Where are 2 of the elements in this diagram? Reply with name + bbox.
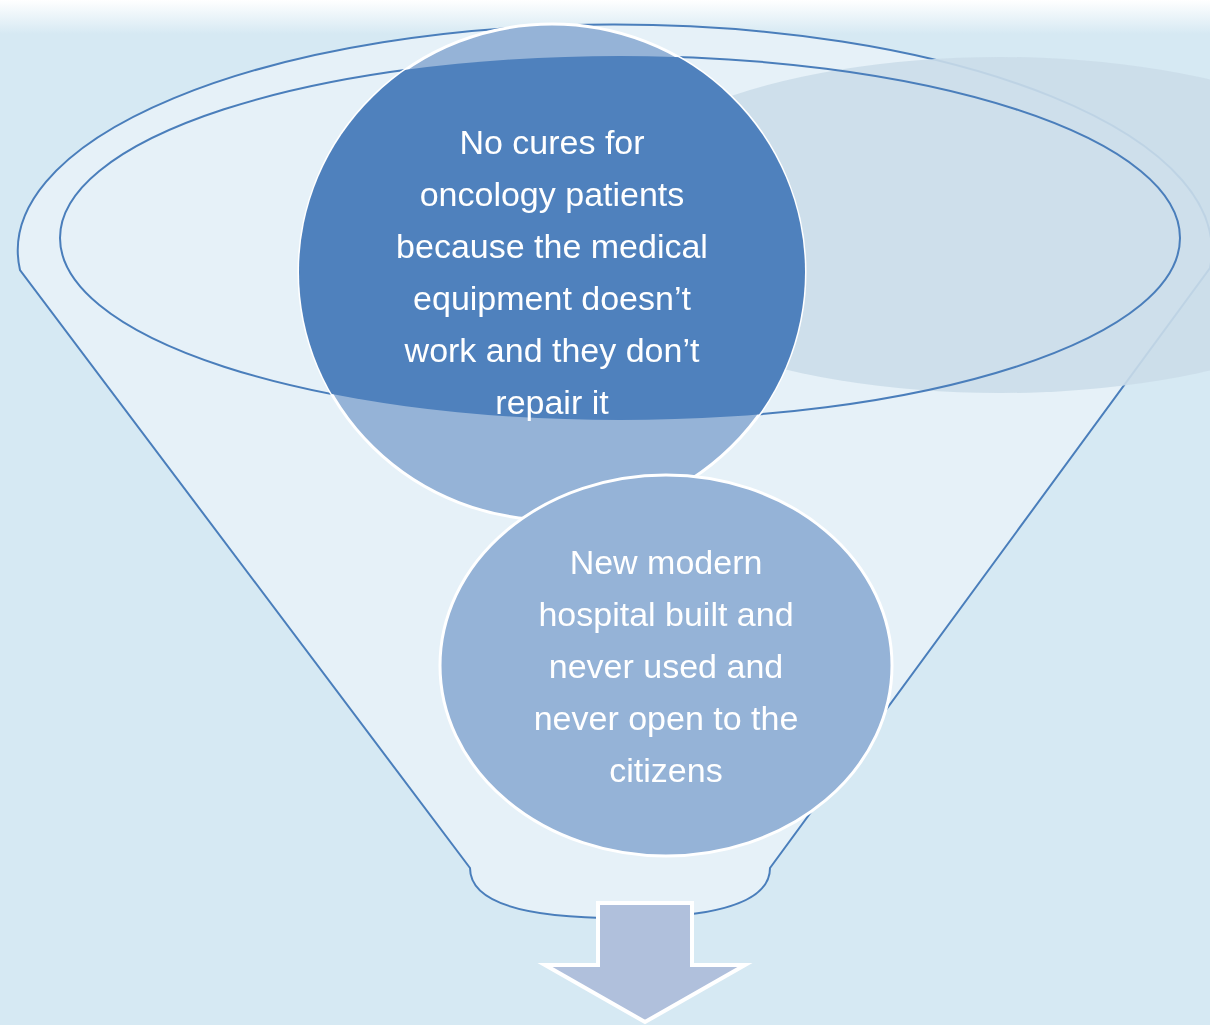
circle-text: New modern hospital built and never used and never open to the citizens [532, 541, 800, 791]
circle-text: No cures for oncology patients because the medical equipment doesn’t work and they don’t repair it [395, 122, 709, 423]
